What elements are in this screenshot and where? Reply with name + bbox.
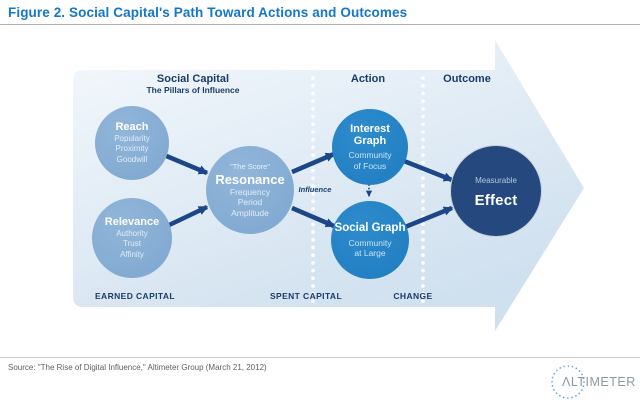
interest-graph-sub-line2: of Focus: [353, 160, 387, 171]
arrow-reach-to-resonance: [163, 152, 209, 176]
arrow-resonance-to-interest-graph: [291, 151, 336, 175]
reach-title: Reach: [115, 120, 149, 133]
relevance-line-affinity: Affinity: [120, 249, 144, 259]
reach-line-goodwill: Goodwill: [116, 154, 148, 164]
altimeter-logo-text: ΛLTIMETER: [562, 375, 636, 389]
resonance-line-period: Period: [237, 197, 263, 208]
reach-line-proximity: Proximity: [115, 144, 149, 154]
effect-title: Effect: [474, 191, 518, 209]
resonance-line-amplitude: Amplitude: [231, 207, 269, 218]
resonance-line-frequency: Frequency: [229, 186, 271, 197]
node-relevance: Relevance Authority Trust Affinity: [92, 198, 172, 278]
arrow-interest-graph-to-effect: [403, 158, 454, 183]
relevance-line-trust: Trust: [123, 239, 141, 249]
section-header-action: Action: [350, 73, 386, 85]
change-label: CHANGE: [393, 291, 433, 301]
node-effect: Measurable Effect: [450, 145, 542, 237]
reach-line-popularity: Popularity: [114, 133, 150, 143]
arrow-social-graph-to-effect: [404, 205, 454, 230]
section-header-social-capital: Social Capital The Pillars of Influence: [73, 73, 313, 95]
social-graph-title: Social Graph: [334, 221, 406, 234]
earned-capital-label: EARNED CAPITAL: [94, 291, 176, 301]
altimeter-logo-dotted-circle-icon: [551, 365, 585, 399]
section-header-outcome: Outcome: [443, 73, 491, 85]
resonance-title: Resonance: [215, 171, 285, 187]
interest-graph-sub-line1: Community: [348, 150, 392, 160]
source-citation: Source: "The Rise of Digital Influence,"…: [8, 363, 267, 372]
social-graph-sub-line2: at Large: [354, 248, 386, 258]
influence-label: Influence: [298, 185, 332, 194]
relevance-line-authority: Authority: [116, 228, 148, 238]
title-divider: [0, 24, 640, 25]
spent-capital-label: SPENT CAPITAL: [269, 291, 343, 301]
resonance-pretitle-the-score: "The Score": [230, 161, 270, 171]
node-resonance: "The Score" Resonance Frequency Period A…: [206, 146, 294, 234]
node-reach: Reach Popularity Proximity Goodwill: [95, 106, 169, 180]
node-social-graph: Social Graph Community at Large: [331, 201, 409, 279]
relevance-title: Relevance: [104, 215, 160, 228]
arrow-resonance-to-social-graph: [291, 205, 336, 229]
node-interest-graph: Interest Graph Community of Focus: [332, 109, 408, 185]
interest-graph-title-line2: Graph: [353, 135, 387, 147]
effect-pretitle-measurable: Measurable: [475, 175, 517, 185]
social-capital-label: Social Capital: [156, 73, 230, 85]
altimeter-logo: ΛLTIMETER: [545, 360, 640, 400]
footer-divider: [0, 357, 640, 358]
social-graph-sub-line1: Community: [348, 237, 392, 248]
pillars-of-influence-label: The Pillars of Influence: [146, 85, 240, 95]
arrow-relevance-to-resonance: [164, 204, 209, 230]
interest-graph-title-line1: Interest: [350, 123, 390, 135]
figure-title: Figure 2. Social Capital's Path Toward A…: [8, 5, 408, 20]
big-process-arrow-shape: [73, 40, 584, 331]
